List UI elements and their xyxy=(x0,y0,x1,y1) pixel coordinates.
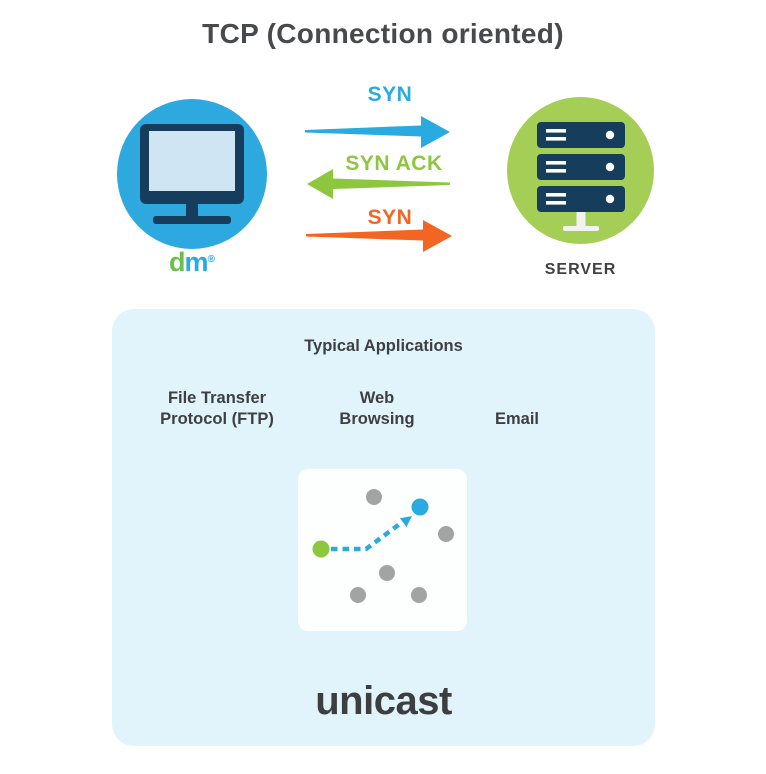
unicast-dot-node xyxy=(411,587,427,603)
dm-logo-d: d xyxy=(169,247,185,277)
unicast-arrowhead xyxy=(399,516,412,527)
syn-ack-label: SYN ACK xyxy=(345,152,443,175)
app-email-line1: Email xyxy=(494,410,540,428)
panel-heading: Typical Applications xyxy=(304,337,463,355)
dm-logo: dm® xyxy=(117,247,267,278)
monitor-screen xyxy=(149,131,235,191)
app-ftp-line1: File Transfer xyxy=(167,389,267,407)
applications-panel: Typical Applications File Transfer Proto… xyxy=(112,309,655,746)
app-email: Email xyxy=(437,409,597,430)
syn-arrow-right-1-shape xyxy=(305,116,450,148)
unicast-dots-group xyxy=(312,489,454,603)
syn-label-1: SYN xyxy=(367,83,413,106)
monitor-neck xyxy=(186,204,198,217)
unicast-dot-node xyxy=(366,489,382,505)
unicast-dot-node xyxy=(350,587,366,603)
syn-label-2: SYN xyxy=(367,206,413,229)
unicast-dot-node xyxy=(379,565,395,581)
app-web-browsing: Web Browsing xyxy=(297,388,457,430)
client-circle xyxy=(117,99,267,249)
unicast-dot-destination xyxy=(411,498,429,516)
server-stand-base xyxy=(562,225,599,231)
unicast-dashed-path xyxy=(331,521,403,552)
server-circle xyxy=(507,97,654,244)
server-icon xyxy=(536,121,625,231)
server-rack-unit-1 xyxy=(536,121,625,148)
unicast-diagram-box xyxy=(298,469,467,631)
dm-logo-registered-mark: ® xyxy=(207,254,215,265)
server-rack-unit-3 xyxy=(536,185,625,212)
unicast-dot-node xyxy=(438,526,454,542)
syn-arrow-right-1 xyxy=(305,116,450,148)
app-web-line2: Browsing xyxy=(339,410,415,428)
syn-arrow-right-2 xyxy=(306,220,452,252)
app-ftp: File Transfer Protocol (FTP) xyxy=(137,388,297,430)
unicast-caption: unicast xyxy=(315,679,452,723)
monitor-base xyxy=(153,216,231,224)
page-title: TCP (Connection oriented) xyxy=(202,18,564,49)
dm-logo-m: m xyxy=(184,247,209,277)
unicast-dot-source xyxy=(312,540,330,558)
syn-arrow-right-2-shape xyxy=(306,220,452,252)
unicast-dots-svg xyxy=(312,489,454,603)
server-stand-neck xyxy=(576,211,585,226)
monitor-icon xyxy=(140,124,244,224)
server-rack-unit-2 xyxy=(536,153,625,180)
syn-ack-arrow-left xyxy=(307,169,450,199)
app-ftp-line2: Protocol (FTP) xyxy=(160,410,274,428)
server-label: SERVER xyxy=(544,261,617,278)
syn-ack-arrow-left-shape xyxy=(307,169,450,199)
app-web-line1: Web xyxy=(359,389,395,407)
